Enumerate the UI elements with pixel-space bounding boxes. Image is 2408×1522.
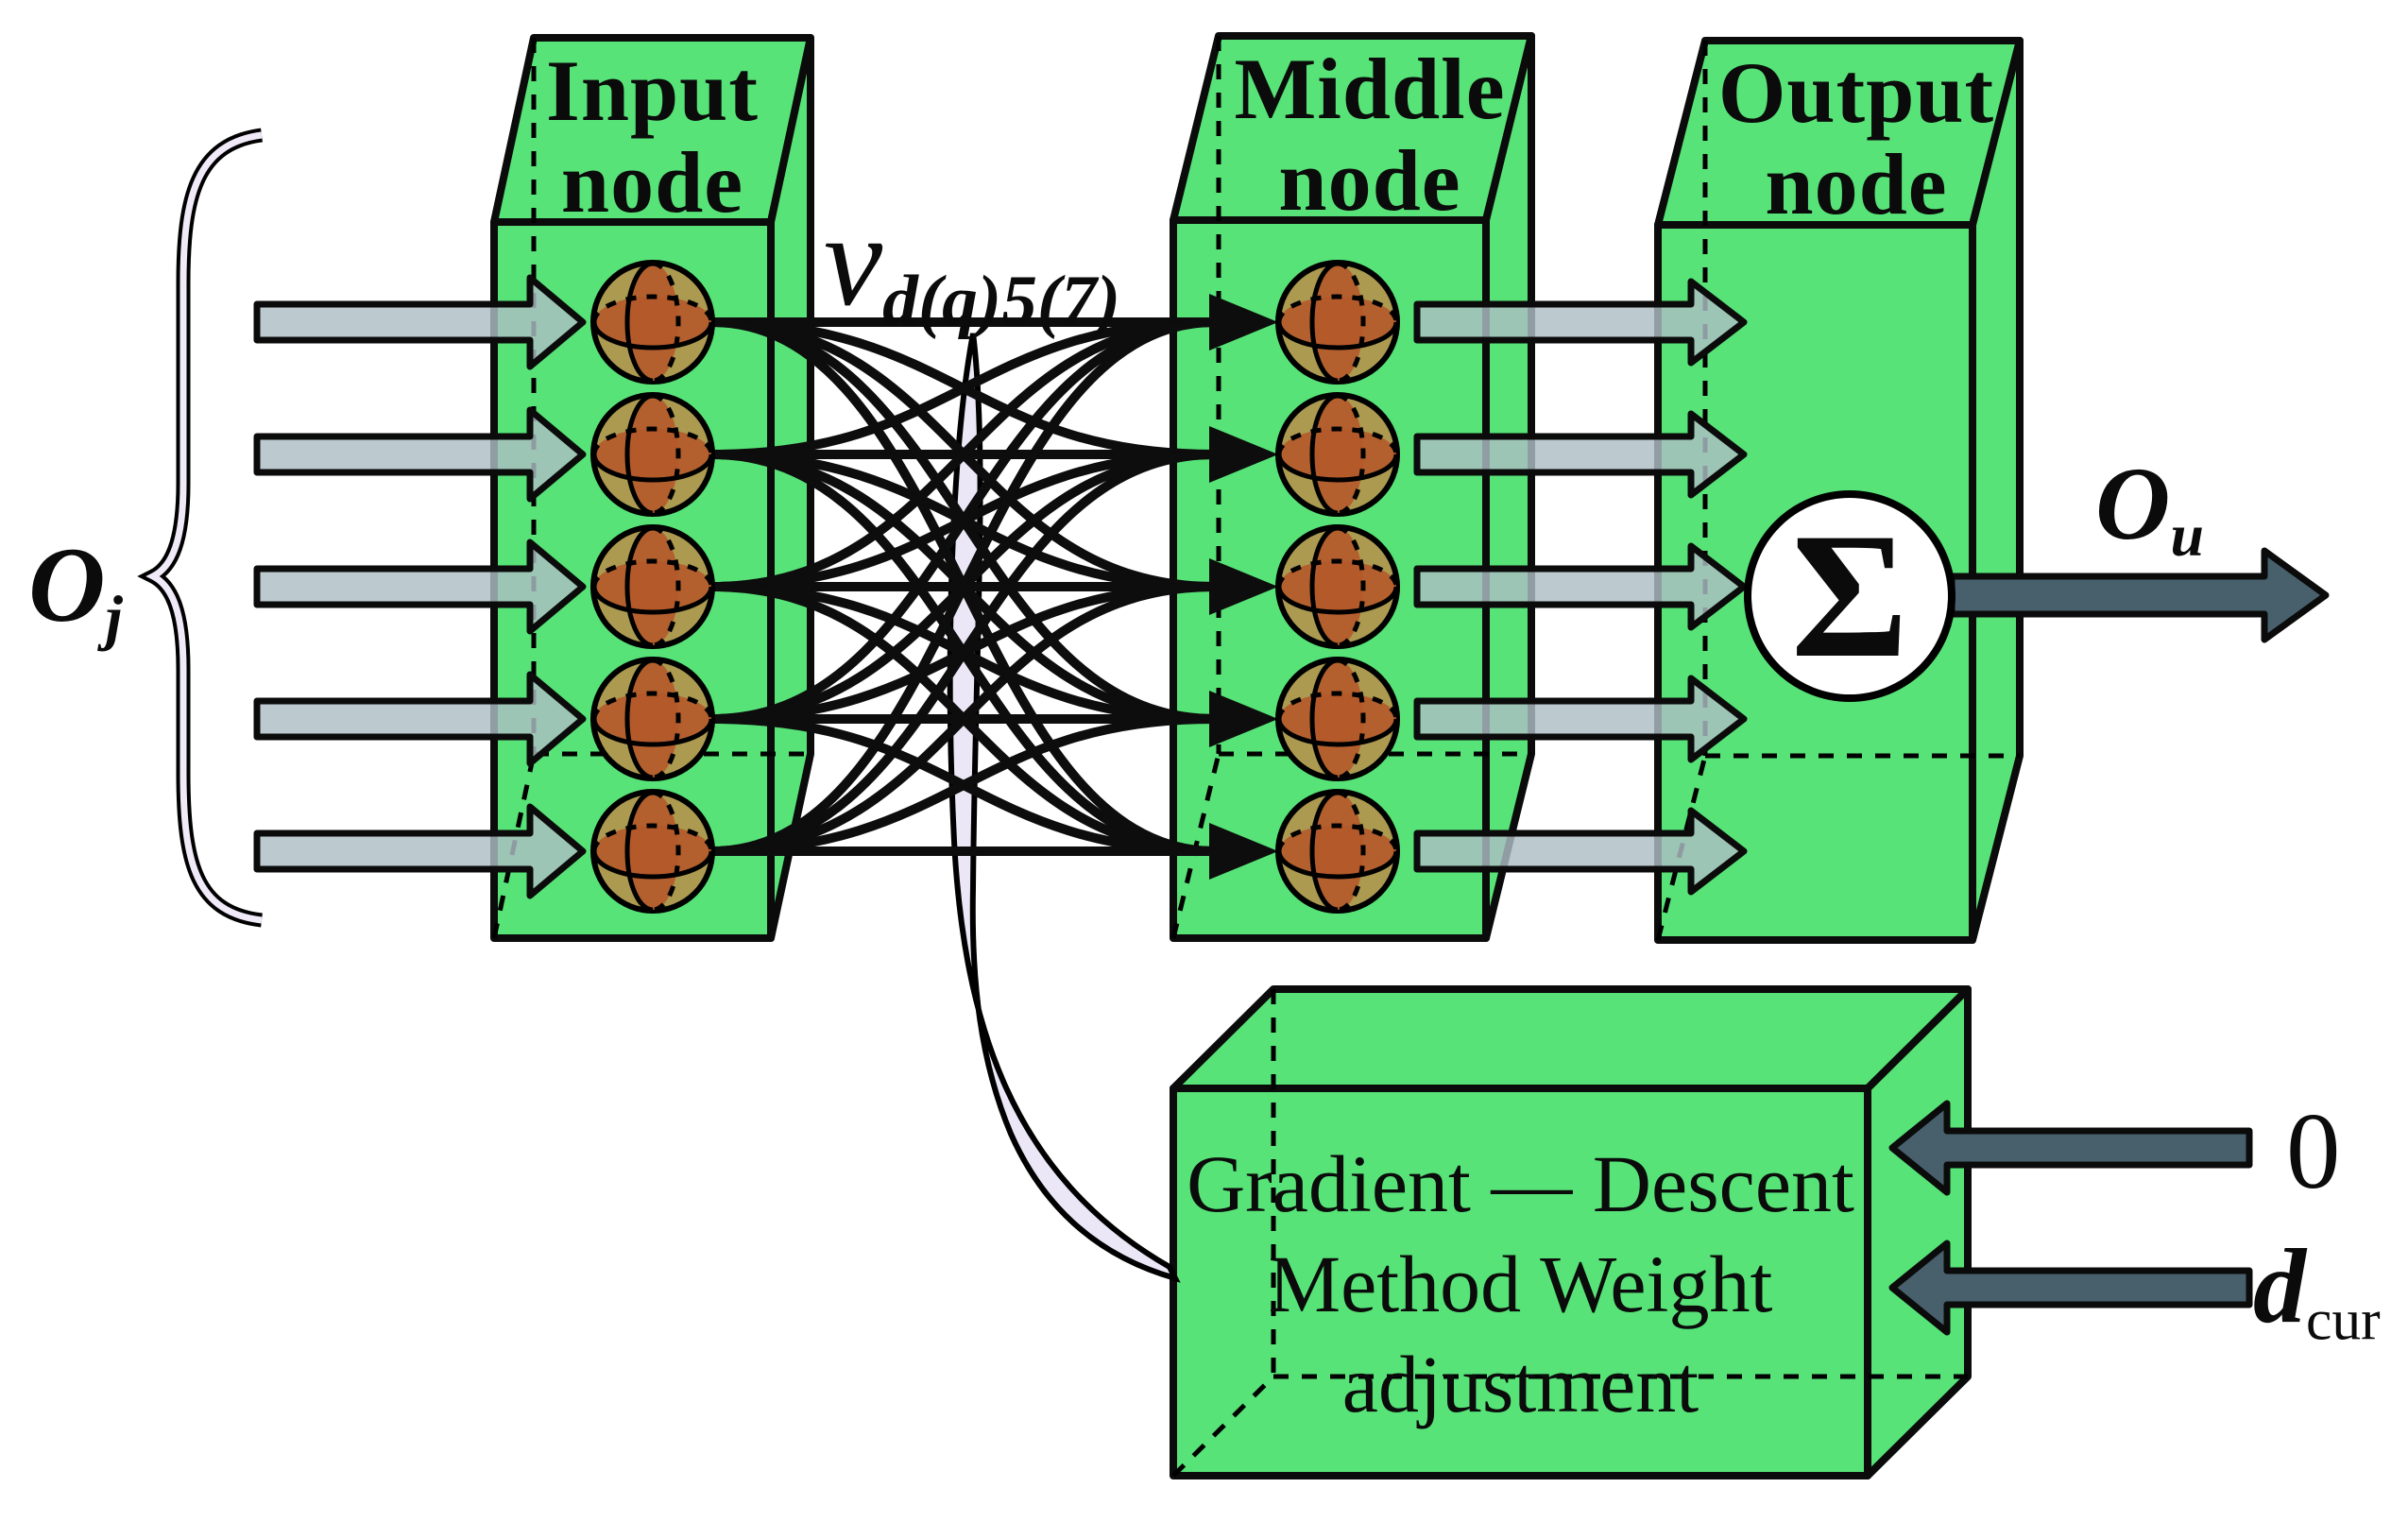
middle-to-output-arrow <box>1413 542 1748 631</box>
middle-neuron-sphere <box>1278 792 1397 911</box>
desired-input-arrow <box>1888 1240 2253 1336</box>
middle-to-output-arrow <box>1413 278 1748 367</box>
input-neuron-sphere <box>593 395 712 514</box>
weight-connection-web <box>711 294 1278 880</box>
weight-connection-line <box>711 714 1216 856</box>
input-signal-arrow <box>253 671 587 767</box>
gradient-box-label: Gradient — Descent Method Weight adjustm… <box>1187 1138 1854 1429</box>
input-signal-arrow <box>253 539 587 635</box>
zero-label: 0 <box>2286 1091 2341 1211</box>
middle-to-output-arrow <box>1413 807 1748 896</box>
gradient-box-top-face <box>1170 985 1972 1092</box>
middle-to-output-arrow <box>1413 675 1748 763</box>
input-neuron-sphere <box>593 263 712 382</box>
input-brace <box>137 128 264 928</box>
middle-neuron-sphere <box>1278 659 1397 778</box>
middle-neuron-sphere <box>1278 395 1397 514</box>
input-neuron-sphere <box>593 792 712 911</box>
desired-value-label: dcur <box>2253 1228 2381 1353</box>
dark-arrows <box>1888 547 2330 1336</box>
input-signal-arrow <box>253 274 587 370</box>
gradient-box-front-face <box>1170 1085 1871 1479</box>
middle-to-output-arrow <box>1413 410 1748 499</box>
weight-connection-line <box>711 317 1216 591</box>
weight-connection-line <box>711 582 1216 856</box>
weight-connection-line <box>711 450 1216 856</box>
connection-arrowhead <box>1209 294 1278 351</box>
output-value-label: Ou <box>2095 446 2204 569</box>
connection-arrowhead <box>1209 691 1278 747</box>
sum-circle <box>1744 490 1955 702</box>
weight-label: vd(q)5(7) <box>824 187 1121 341</box>
middle-neuron-sphere <box>1278 527 1397 646</box>
input-vector-label: Oj <box>28 526 123 653</box>
weight-connection-line <box>711 317 1216 856</box>
connection-arrowhead <box>1209 558 1278 615</box>
middle-neuron-sphere <box>1278 263 1397 382</box>
weight-connection-line <box>711 317 1216 459</box>
zero-input-arrow <box>1888 1100 2253 1196</box>
input-signal-arrow <box>253 803 587 899</box>
gradient-box-hidden-edges <box>1171 989 1968 1478</box>
input-neuron-sphere <box>593 527 712 646</box>
sum-symbol: Σ <box>1790 497 1909 695</box>
weight-connection-line <box>711 317 1216 724</box>
input-neuron-sphere <box>593 659 712 778</box>
signal-arrows <box>253 274 1748 899</box>
input-signal-arrow <box>253 406 587 503</box>
connection-arrowhead <box>1209 426 1278 483</box>
connection-arrowhead <box>1209 823 1278 880</box>
output-arrow <box>1948 547 2330 643</box>
